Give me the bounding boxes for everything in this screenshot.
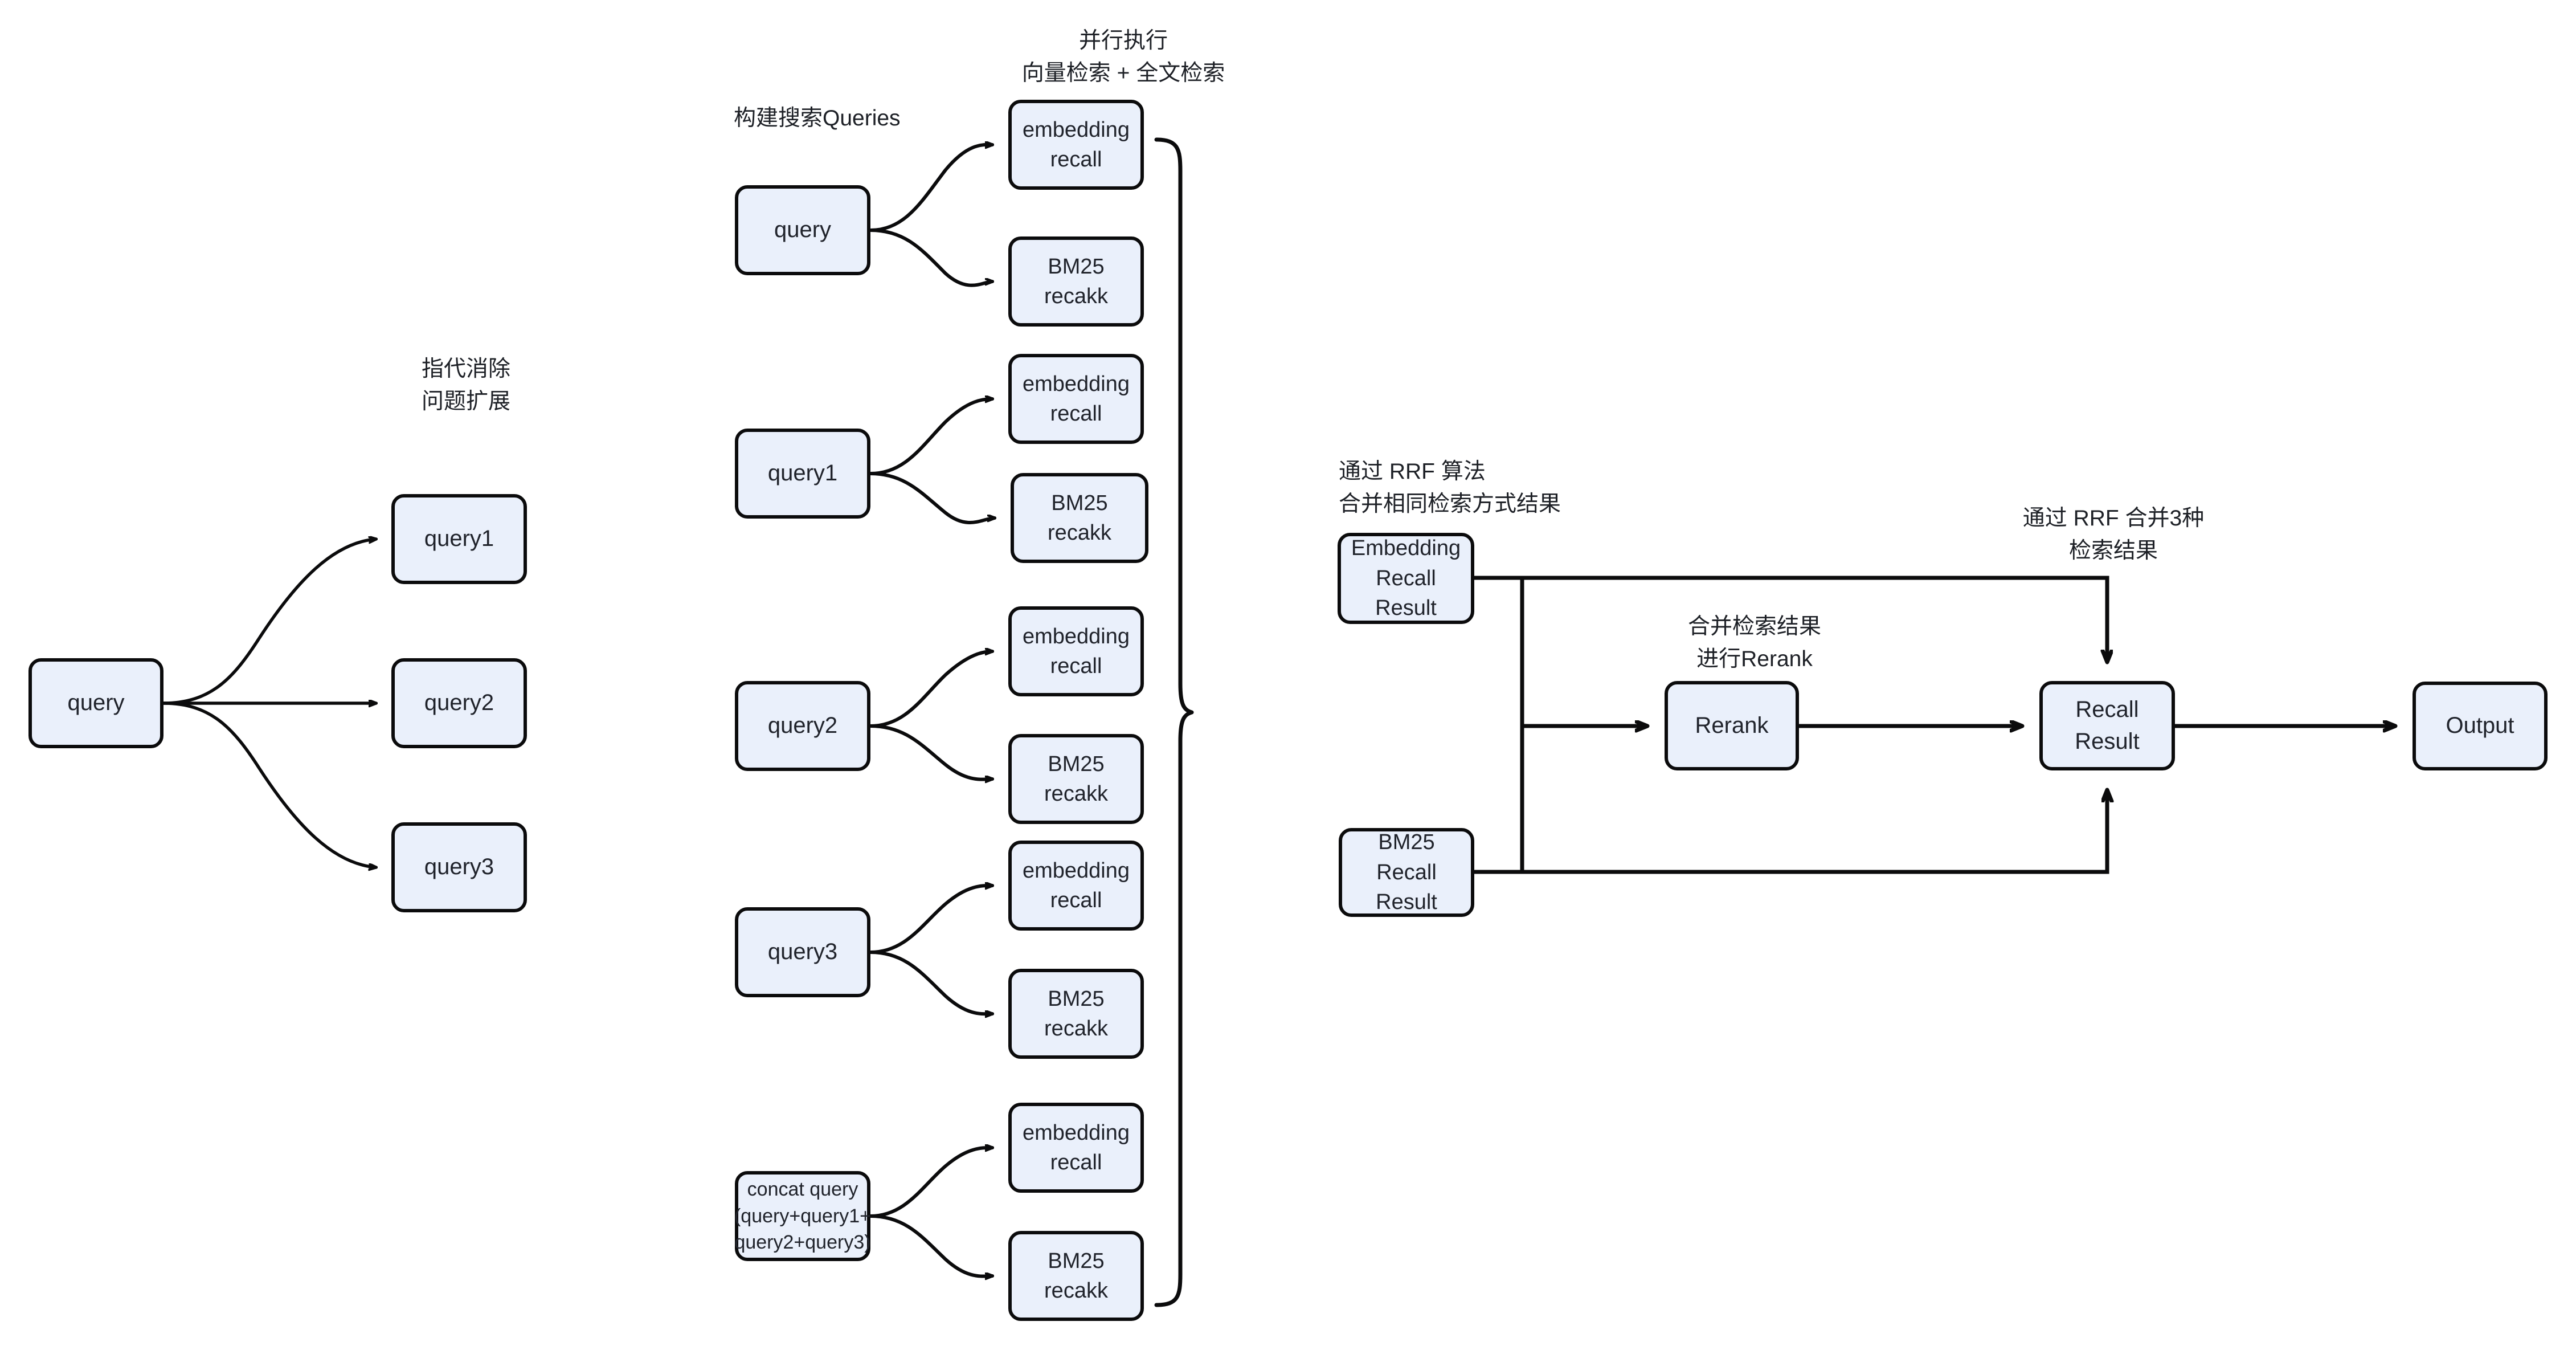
node-embedding-recall-result[interactable]: Embedding Recall Result — [1338, 533, 1474, 624]
node-embedding-recall-5[interactable]: embedding recall — [1008, 1103, 1144, 1193]
node-rerank[interactable]: Rerank — [1665, 681, 1799, 770]
node-bm25-recall-4[interactable]: BM25 recakk — [1008, 969, 1144, 1059]
grouping-brace — [1154, 137, 1194, 1307]
rrf-routing — [1474, 576, 2394, 874]
fanout-query1 — [869, 399, 995, 524]
fanout-query3 — [869, 886, 992, 1014]
node-embedding-recall-3[interactable]: embedding recall — [1008, 606, 1144, 696]
node-search-query1[interactable]: query1 — [735, 429, 870, 519]
node-bm25-recall-result[interactable]: BM25 Recall Result — [1339, 828, 1474, 917]
fanout-concat-query — [869, 1148, 992, 1276]
node-search-concat-query[interactable]: concat query (query+query1+ query2+query… — [734, 1171, 871, 1261]
node-query2-expanded[interactable]: query2 — [391, 658, 527, 748]
node-search-query2[interactable]: query2 — [735, 681, 870, 771]
node-query-root[interactable]: query — [28, 658, 163, 748]
note-build-search-queries: 构建搜索Queries — [734, 106, 901, 130]
node-search-query[interactable]: query — [735, 185, 870, 275]
node-embedding-recall-2[interactable]: embedding recall — [1008, 354, 1144, 444]
note-rrf-merge-three-results: 通过 RRF 合并3种检索结果 — [2022, 506, 2205, 563]
node-bm25-recall-5[interactable]: BM25 recakk — [1008, 1231, 1144, 1321]
node-bm25-recall-1[interactable]: BM25 recakk — [1008, 236, 1144, 327]
fanout-query2 — [869, 651, 992, 780]
node-recall-result[interactable]: Recall Result — [2039, 681, 2175, 770]
node-embedding-recall-1[interactable]: embedding recall — [1008, 100, 1144, 190]
fanout-left — [162, 539, 376, 867]
node-embedding-recall-4[interactable]: embedding recall — [1008, 841, 1144, 931]
node-query1-expanded[interactable]: query1 — [391, 494, 527, 584]
node-bm25-recall-3[interactable]: BM25 recakk — [1008, 734, 1144, 824]
note-coref-expansion: 指代消除 问题扩展 — [421, 357, 510, 414]
node-search-query3[interactable]: query3 — [735, 907, 870, 997]
node-bm25-recall-2[interactable]: BM25 recakk — [1011, 473, 1148, 563]
note-parallel-execution: 并行执行 向量检索 + 全文检索 — [1021, 28, 1225, 85]
fanout-query — [869, 145, 992, 287]
node-query3-expanded[interactable]: query3 — [391, 822, 527, 912]
note-rrf-merge-same-method: 通过 RRF 算法 合并相同检索方式结果 — [1339, 459, 1561, 516]
node-output[interactable]: Output — [2413, 682, 2548, 770]
note-merge-then-rerank: 合并检索结果 进行Rerank — [1687, 614, 1821, 671]
